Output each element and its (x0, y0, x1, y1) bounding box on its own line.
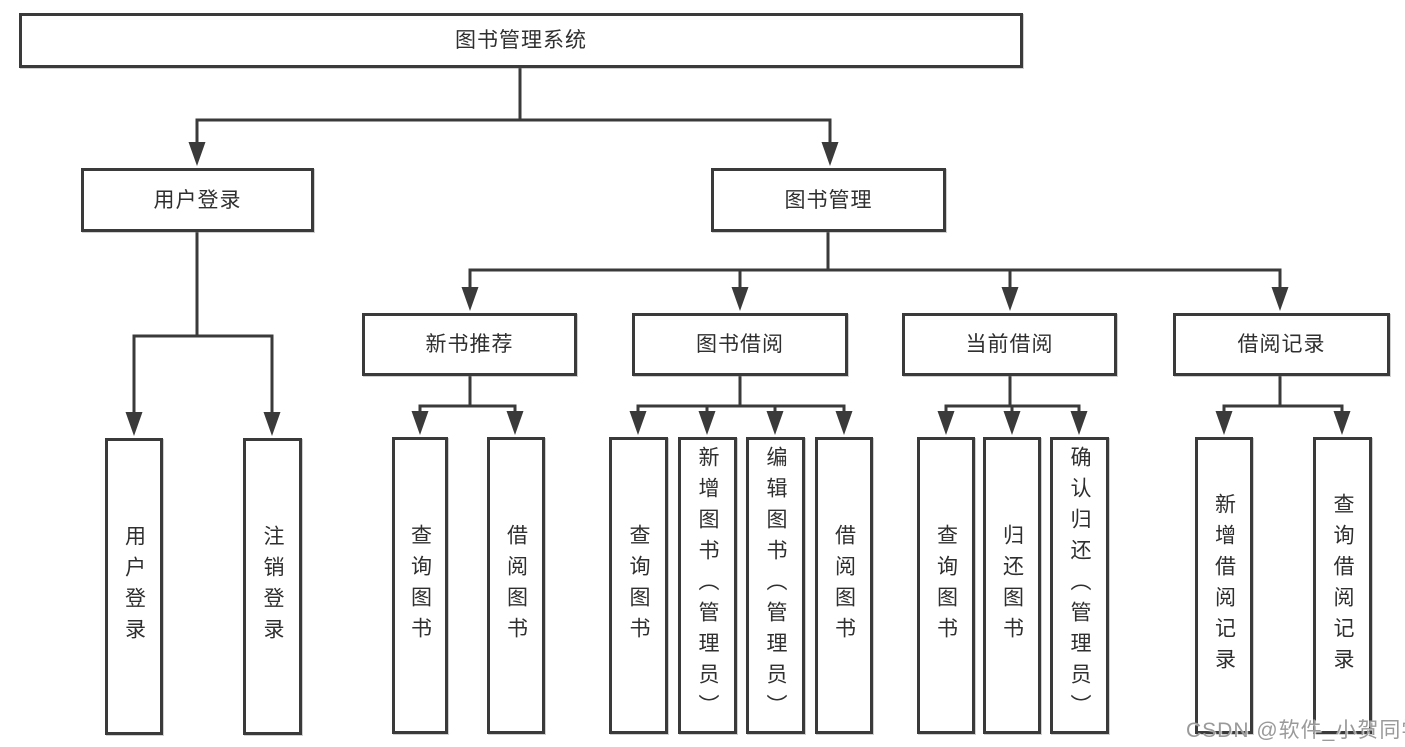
node-borrow-records: 借阅记录 (1173, 313, 1390, 376)
csdn-watermark: CSDN @软件_小贺同学 (1186, 719, 1405, 742)
leaf-query-book-current: 查询图书 (917, 437, 975, 734)
leaf-logout-login: 注销登录 (243, 438, 302, 735)
leaf-borrow-book-recommend: 借阅图书 (487, 437, 545, 734)
leaf-confirm-return-admin: 确认归还（管理员） (1050, 437, 1109, 734)
node-book-management: 图书管理 (711, 168, 946, 232)
leaf-add-book-admin: 新增图书（管理员） (678, 437, 737, 734)
leaf-add-borrow-record: 新增借阅记录 (1195, 437, 1253, 734)
leaf-borrow-book: 借阅图书 (815, 437, 873, 734)
leaf-query-borrow-record: 查询借阅记录 (1313, 437, 1372, 734)
leaf-user-login: 用户登录 (105, 438, 163, 735)
node-root-system: 图书管理系统 (19, 13, 1023, 68)
leaf-edit-book-admin: 编辑图书（管理员） (746, 437, 805, 734)
leaf-query-book-borrow: 查询图书 (609, 437, 668, 734)
node-user-login: 用户登录 (81, 168, 314, 232)
arrow-head-triangles (125, 142, 1351, 436)
leaf-query-book-recommend: 查询图书 (392, 437, 448, 734)
node-new-book-recommend: 新书推荐 (362, 313, 577, 376)
node-book-borrow: 图书借阅 (632, 313, 848, 376)
leaf-return-book: 归还图书 (983, 437, 1041, 734)
connector-lines (132, 66, 1344, 408)
node-current-borrow: 当前借阅 (902, 313, 1117, 376)
